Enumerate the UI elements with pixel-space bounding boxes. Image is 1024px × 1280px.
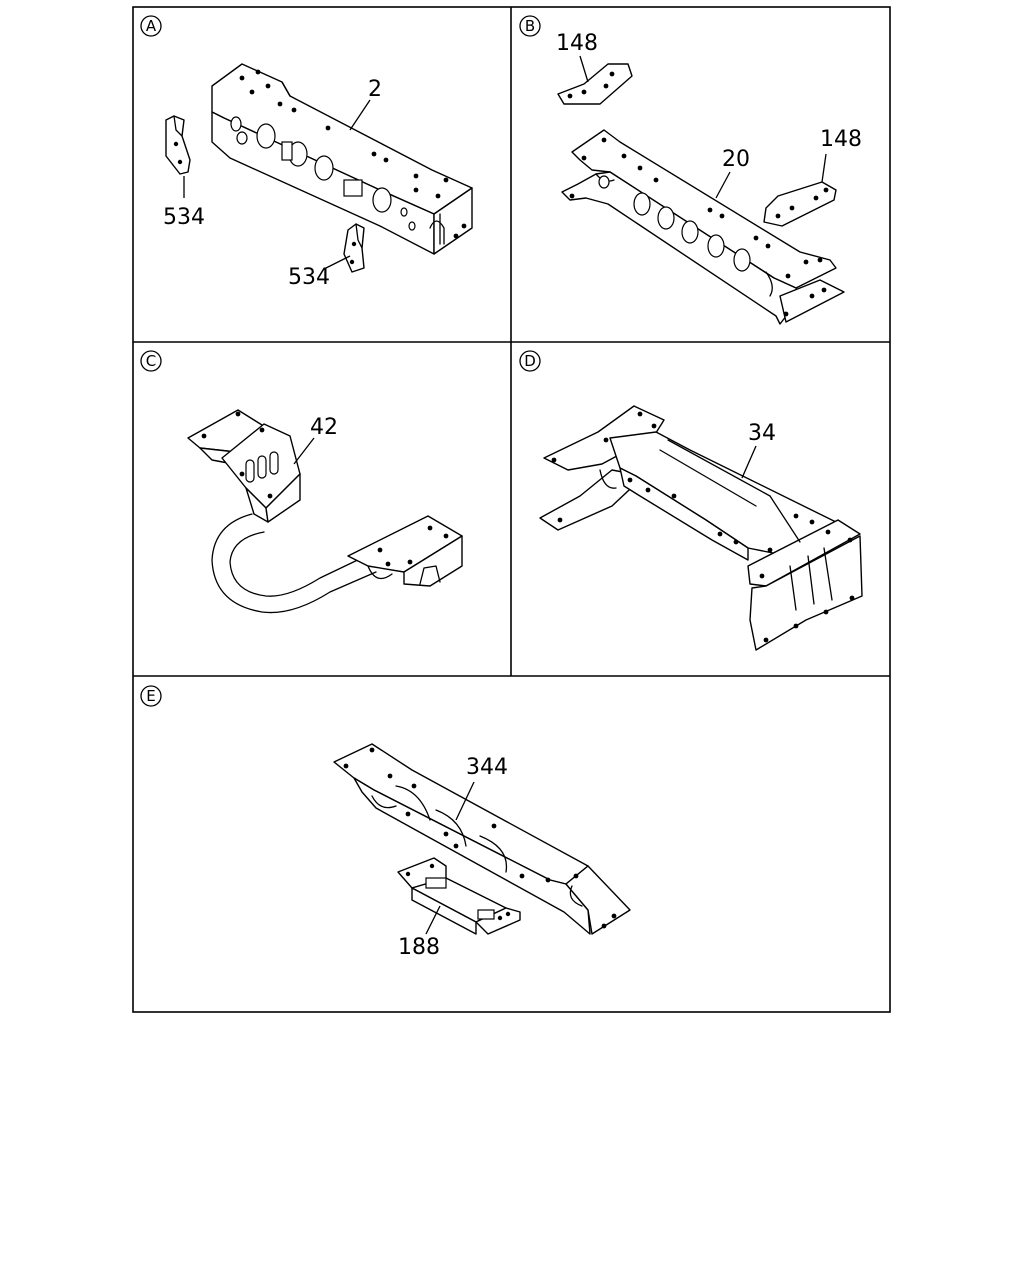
- part-534-bracket-left: [165, 115, 191, 175]
- part-534-bracket-lower: [343, 223, 365, 273]
- part-34-crossmember-assembly: [539, 405, 863, 651]
- panel-c-marker: C: [140, 350, 162, 372]
- part-20-crossmember: [561, 129, 845, 325]
- callout-188: 188: [398, 935, 440, 960]
- panel-d-letter: D: [524, 352, 536, 370]
- callout-534-lower: 534: [288, 265, 330, 290]
- panel-a: A: [140, 15, 473, 290]
- part-2-crossmember: [211, 63, 473, 255]
- diagram-frame: [132, 6, 891, 1013]
- callout-148-top: 148: [556, 31, 598, 56]
- callout-34: 34: [748, 421, 776, 446]
- panel-d-marker: D: [519, 350, 541, 372]
- panel-c: C: [140, 350, 463, 614]
- part-344-crossmember: [333, 743, 631, 935]
- panel-c-letter: C: [146, 352, 156, 370]
- panel-e: E 344: [140, 685, 631, 960]
- callout-42: 42: [310, 415, 338, 440]
- callout-344: 344: [466, 755, 508, 780]
- panel-d: D: [519, 350, 863, 651]
- panel-e-letter: E: [146, 687, 155, 705]
- callout-20: 20: [722, 147, 750, 172]
- part-42-bracket-assembly: [187, 409, 463, 614]
- callout-534-left: 534: [163, 205, 205, 230]
- panel-b: B 148: [519, 15, 862, 325]
- part-148-bracket-top: [557, 63, 633, 105]
- part-188-bracket: [397, 857, 521, 935]
- panel-a-marker: A: [140, 15, 162, 37]
- panel-b-letter: B: [525, 17, 535, 35]
- panel-a-letter: A: [146, 17, 157, 35]
- part-148-bracket-right: [763, 181, 837, 227]
- panel-e-marker: E: [140, 685, 162, 707]
- callout-2: 2: [368, 77, 382, 102]
- panel-b-marker: B: [519, 15, 541, 37]
- callout-148-right: 148: [820, 127, 862, 152]
